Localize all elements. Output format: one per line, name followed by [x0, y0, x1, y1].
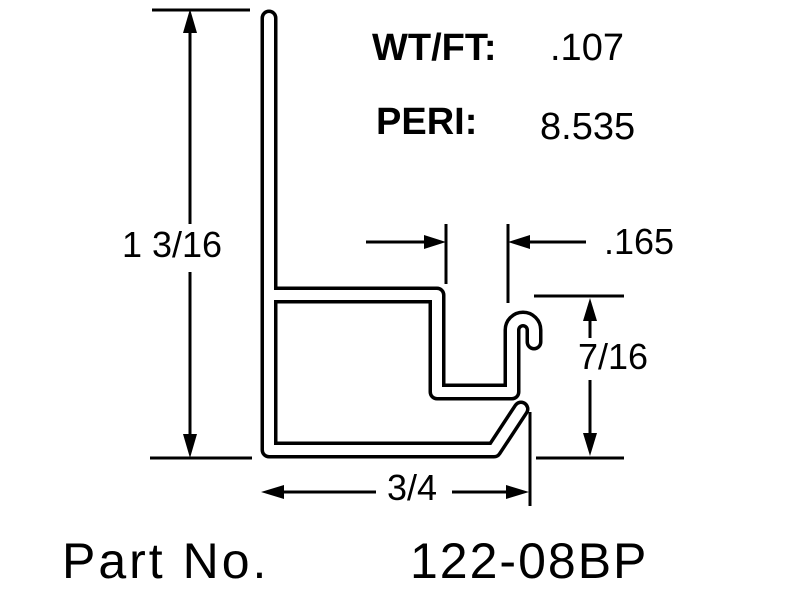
dimension-base-width: 3/4	[261, 412, 532, 508]
dim-overall-height-text: 1 3/16	[122, 224, 222, 265]
spec-block: WT/FT: .107 PERI: 8.535	[372, 27, 635, 148]
dim-hook-height-text: 7/16	[578, 336, 648, 377]
arrowhead-up	[583, 298, 597, 321]
arrowhead-down	[183, 434, 197, 458]
arrowhead-right	[424, 235, 446, 249]
part-number-label: Part No.	[62, 533, 269, 589]
dim-base-width-text: 3/4	[387, 467, 437, 508]
dimension-overall-height: 1 3/16	[122, 8, 252, 460]
dimension-hook-height: 7/16	[534, 294, 648, 460]
arrowhead-down	[583, 433, 597, 456]
spec-perimeter-value: 8.535	[540, 106, 635, 148]
spec-perimeter-label: PERI:	[376, 101, 477, 143]
arrowhead-up	[183, 9, 197, 33]
arrowhead-right	[506, 485, 529, 499]
dim-return-gap-text: .165	[604, 221, 674, 262]
profile-flange-hook-inner	[264, 290, 539, 397]
arrowhead-left	[508, 235, 530, 249]
spec-weight-value: .107	[550, 27, 624, 69]
profile-outline	[260, 9, 543, 459]
arrowhead-left	[261, 485, 284, 499]
part-number-block: Part No. 122-08BP	[62, 533, 648, 589]
part-number-value: 122-08BP	[410, 533, 648, 589]
dimension-return-gap: .165	[366, 221, 674, 303]
profile-leg-base-inner	[264, 13, 526, 455]
spec-weight-label: WT/FT:	[372, 27, 497, 69]
